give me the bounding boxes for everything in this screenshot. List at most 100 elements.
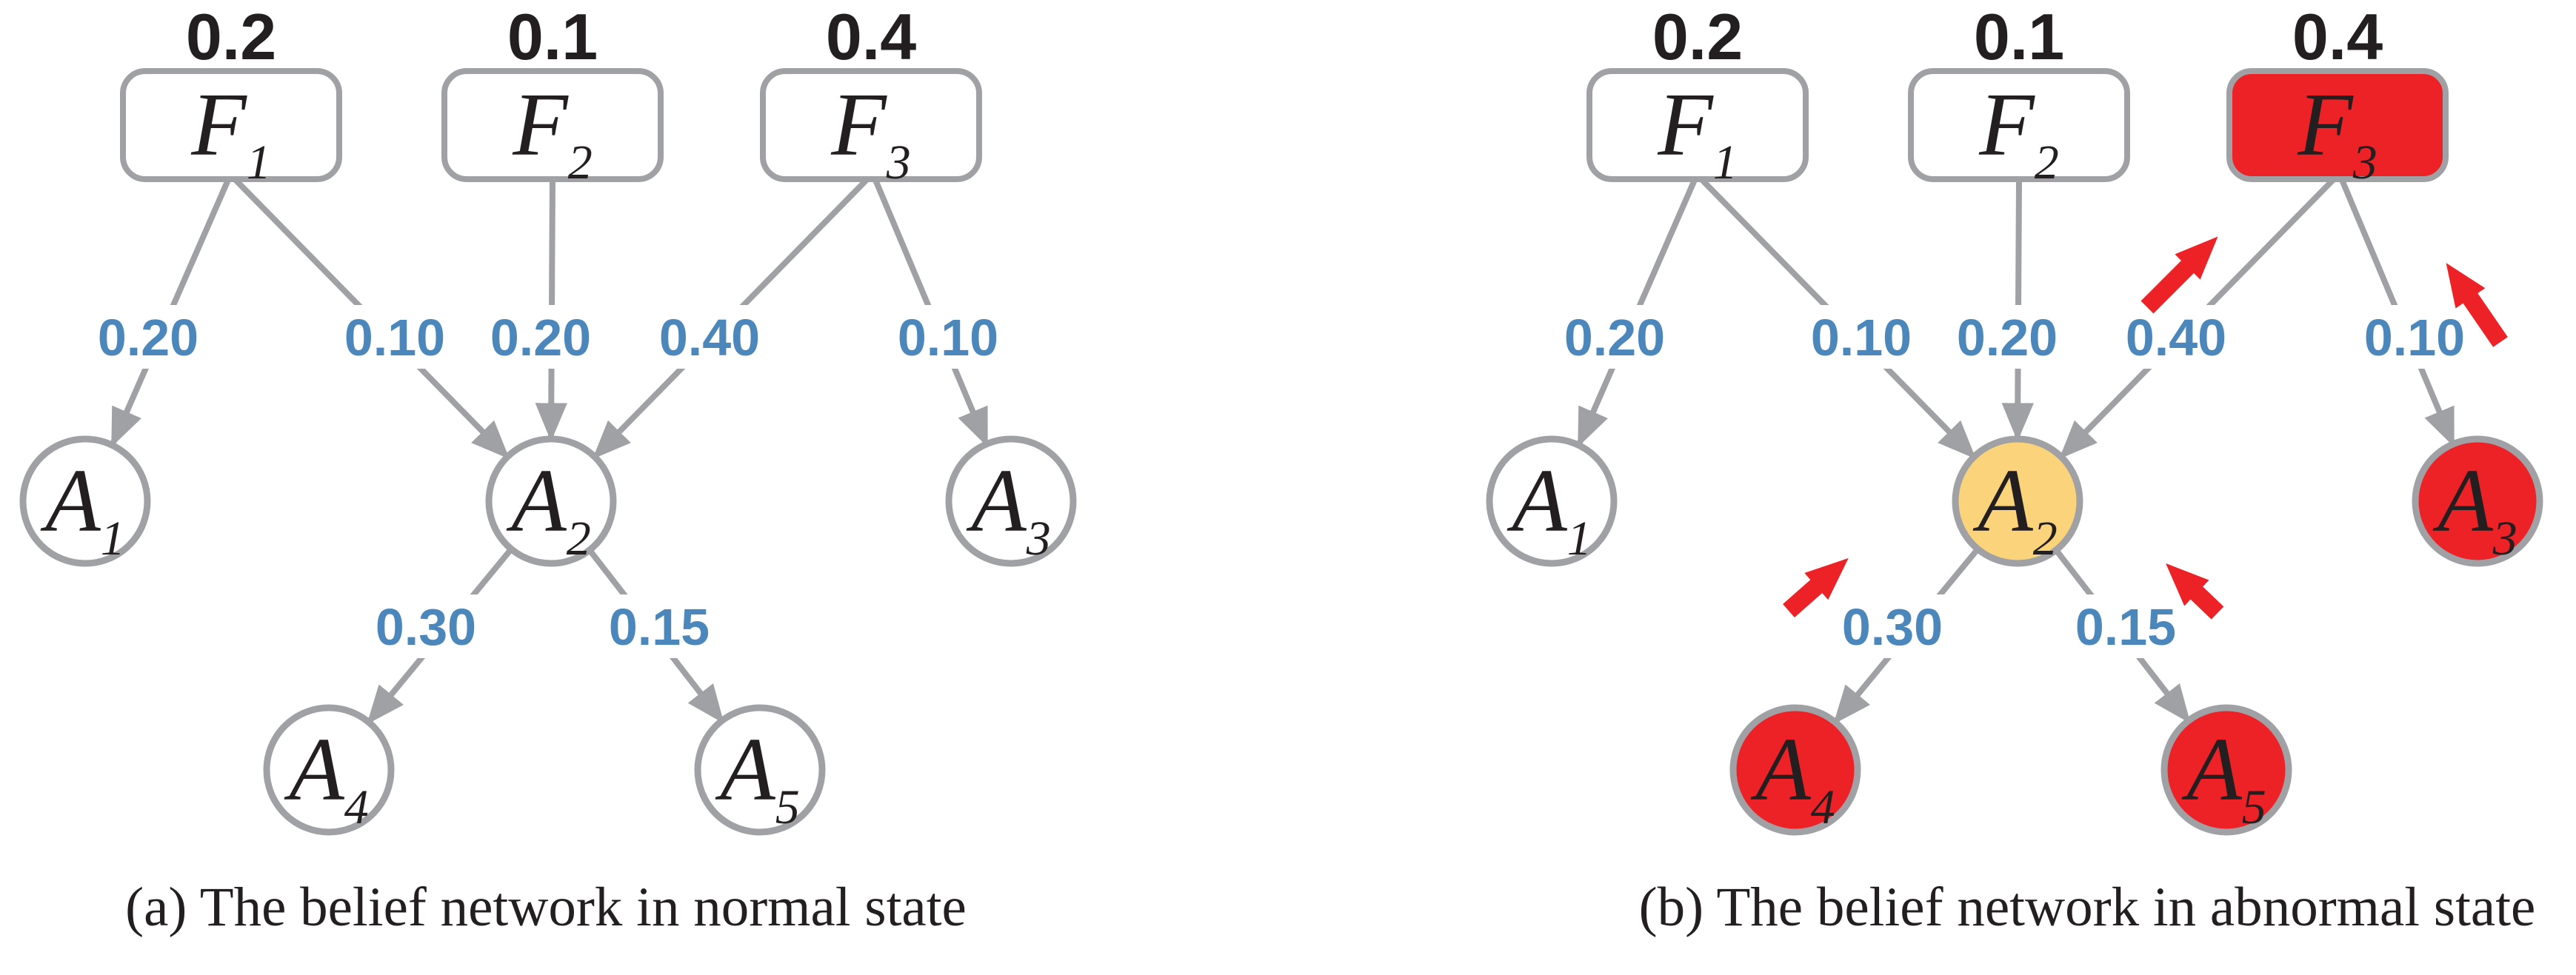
prior-label-f2: 0.1 [507, 0, 598, 73]
weight-label-bg [1829, 594, 1956, 658]
node-subscript: 5 [775, 780, 800, 834]
node-letter: A [715, 720, 775, 820]
alarm-node-a4-label: A4 [284, 720, 369, 834]
node-letter: A [506, 451, 567, 551]
edge-weight-a2-a4: 0.30 [1842, 598, 1943, 656]
alarm-node-a2-circle [485, 435, 617, 567]
alarm-node-a3-circle [2412, 435, 2543, 567]
fault-node-f2-box [1908, 68, 2130, 182]
propagation-arrow-a4-a2 [1783, 557, 1849, 618]
node-subscript: 1 [1713, 135, 1738, 190]
node-letter: F [512, 75, 569, 175]
node-letter: A [284, 720, 344, 820]
fault-node-f2-label: F2 [512, 75, 593, 190]
fault-node-f2-label: F2 [1978, 75, 2059, 190]
weight-label-bg [1943, 305, 2071, 369]
edge-weight-f3-a2: 0.40 [2126, 309, 2226, 366]
edge-weight-f3-a3: 0.10 [898, 309, 998, 366]
node-letter: A [966, 451, 1027, 551]
edge-weight-f2-a2: 0.20 [1957, 309, 2058, 366]
prior-label-f2: 0.1 [1974, 0, 2064, 73]
weight-label-bg [595, 594, 723, 658]
node-subscript: 3 [886, 135, 911, 190]
alarm-node-a2-label: A2 [506, 451, 591, 566]
node-subscript: 3 [2352, 135, 2378, 190]
fault-node-f1-label: F1 [190, 75, 271, 190]
alarm-node-a1-circle [1486, 435, 1618, 567]
fault-node-f1-box [120, 68, 342, 182]
propagation-arrow-f3-left [2140, 236, 2218, 314]
edge-weight-a2-a5: 0.15 [2075, 598, 2176, 656]
node-letter: F [190, 75, 247, 175]
fault-node-f3-box [2226, 68, 2449, 182]
alarm-node-a1-label: A1 [1506, 451, 1592, 566]
alarm-node-a5-circle [2160, 704, 2292, 836]
node-subscript: 2 [2035, 135, 2059, 190]
figure-a: 0.20 0.10 0.20 0.40 0.10 0.30 0.1 5 0.2 0… [19, 0, 1077, 938]
prior-label-f3: 0.4 [826, 0, 916, 73]
fault-node-f3-label: F3 [830, 75, 911, 190]
node-subscript: 1 [1567, 512, 1592, 566]
edge-weight-f1-a1: 0.20 [1564, 309, 1665, 366]
alarm-node-a4-circle [1729, 704, 1861, 836]
caption-b: (b) The belief network in abnormal state [1639, 877, 2536, 938]
node-letter: F [1978, 75, 2035, 175]
alarm-node-a4-circle [263, 704, 395, 836]
alarm-node-a5-label: A5 [2181, 720, 2266, 834]
alarm-node-a3-label: A3 [2432, 451, 2517, 566]
node-letter: F [2297, 75, 2354, 175]
node-letter: A [2432, 451, 2493, 551]
node-letter: A [40, 451, 101, 551]
node-letter: A [1750, 720, 1811, 820]
alarm-node-a2-circle [1952, 435, 2083, 567]
node-subscript: 1 [101, 512, 125, 566]
edge-weight-f3-a3: 0.10 [2364, 309, 2465, 366]
fault-node-f1-label: F1 [1657, 75, 1738, 190]
edge-weight-f3-a2: 0.40 [659, 309, 760, 366]
weight-label-bg [884, 305, 1012, 369]
node-subscript: 4 [344, 780, 369, 834]
alarm-node-a1-label: A1 [40, 451, 125, 566]
alarm-node-a4-label: A4 [1750, 720, 1835, 834]
weight-label-bg [1551, 305, 1678, 369]
propagation-arrow-f3-right [2446, 263, 2508, 347]
weight-label-bg [331, 305, 458, 369]
weight-label-bg [2351, 305, 2478, 369]
alarm-node-a2-label: A2 [1972, 451, 2058, 566]
alarm-node-a1-circle [19, 435, 151, 567]
node-subscript: 5 [2242, 780, 2266, 834]
fault-node-f1-box [1586, 68, 1809, 182]
node-letter: A [1506, 451, 1567, 551]
node-subscript: 4 [1811, 780, 1835, 834]
edge-weight-a2-a4: 0.30 [376, 598, 476, 656]
weight-label-bg [1798, 305, 1925, 369]
prior-label-f1: 0.2 [1652, 0, 1743, 73]
edge-weight-f1-a1: 0.20 [98, 309, 198, 366]
node-subscript: 2 [568, 135, 593, 190]
weight-label-bg [646, 305, 773, 369]
node-letter: A [1972, 451, 2033, 551]
weight-label-bg [84, 305, 212, 369]
weight-label-bg [2112, 305, 2240, 369]
prior-label-f3: 0.4 [2292, 0, 2383, 73]
node-letter: A [2181, 720, 2242, 820]
fault-node-f3-label: F3 [2297, 75, 2378, 190]
edge-weight-f2-a2: 0.20 [490, 309, 591, 366]
caption-a: (a) The belief network in normal state [125, 877, 967, 938]
node-letter: F [830, 75, 887, 175]
weight-label-bg [362, 594, 490, 658]
figure-b: 0.20 0.10 0.20 0.40 0.10 0.30 0.15 0.2 0… [1486, 0, 2543, 938]
edge-weight-f1-a2: 0.10 [1811, 309, 1912, 366]
fault-node-f2-box [441, 68, 664, 182]
alarm-node-a5-circle [694, 704, 826, 836]
edge-weight-f1-a2: 0.10 [344, 309, 445, 366]
weight-label-bg [477, 305, 604, 369]
alarm-node-a3-label: A3 [966, 451, 1051, 566]
alarm-node-a5-label: A5 [715, 720, 800, 834]
node-subscript: 2 [567, 512, 591, 566]
propagation-arrow-a5-a2 [2166, 563, 2224, 620]
node-subscript: 3 [1026, 512, 1051, 566]
prior-label-f1: 0.2 [186, 0, 276, 73]
